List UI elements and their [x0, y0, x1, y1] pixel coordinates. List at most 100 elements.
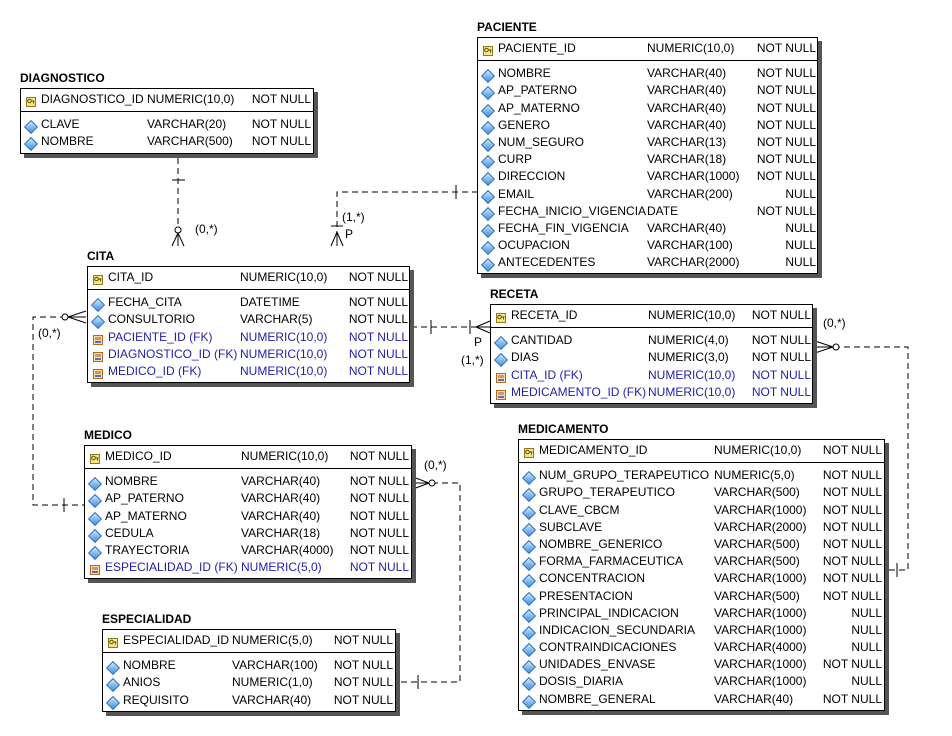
key-icon: [483, 44, 493, 61]
diamond-icon: [480, 240, 496, 256]
column-nullability: NOT NULL: [333, 675, 393, 690]
column-name: AP_MATERNO: [105, 508, 187, 523]
column-nullability: NOT NULL: [756, 41, 816, 55]
column-nullability: NOT NULL: [348, 295, 408, 310]
column-name: FORMA_FARMACEUTICA: [539, 554, 684, 569]
column-type: VARCHAR(1000): [647, 169, 740, 184]
column-name: UNIDADES_ENVASE: [539, 657, 656, 672]
fk-column-row[interactable]: PACIENTE_ID (FK)NUMERIC(10,0)NOT NULL: [88, 329, 409, 346]
column-type: NUMERIC(10,0): [241, 449, 329, 463]
entity-title: RECETA: [490, 287, 539, 301]
column-name: ESPECIALIDAD_ID: [123, 633, 230, 647]
fk-column-row[interactable]: ESPECIALIDAD_ID (FK)NUMERIC(5,0)NOT NULL: [85, 559, 411, 576]
column-type: NUMERIC(10,0): [240, 346, 328, 361]
column-nullability: NOT NULL: [348, 329, 408, 344]
fk-icon: [93, 351, 103, 362]
diamond-icon: [480, 86, 496, 101]
entity-title: MEDICO: [84, 428, 132, 442]
column-nullability: NOT NULL: [822, 468, 882, 483]
column-type: VARCHAR(40): [647, 100, 727, 115]
diamond-icon: [521, 694, 537, 712]
diamond-icon: [521, 505, 537, 520]
column-type: NUMERIC(10,0): [648, 308, 736, 322]
column-type: NUMERIC(10,0): [147, 92, 235, 106]
rel-label-paciente-cita-p: P: [345, 227, 354, 241]
column-type: NUMERIC(10,0): [714, 443, 802, 457]
fk-column-row[interactable]: DIAGNOSTICO_ID (FK)NUMERIC(10,0)NOT NULL: [88, 346, 409, 363]
diamond-icon: [87, 477, 103, 492]
column-type: VARCHAR(100): [647, 238, 733, 253]
column-type: VARCHAR(1000): [714, 657, 807, 672]
column-type: VARCHAR(4000): [241, 542, 334, 557]
fk-column-row[interactable]: MEDICO_ID (FK)NUMERIC(10,0)NOT NULL: [88, 363, 409, 380]
column-nullability: NULL: [785, 255, 816, 270]
fk-column-row[interactable]: MEDICAMENTO_ID (FK)NUMERIC(10,0)NOT NULL: [491, 384, 812, 401]
diamond-icon: [480, 103, 496, 118]
column-name: PRESENTACION: [539, 588, 633, 603]
column-nullability: NOT NULL: [756, 100, 816, 115]
diamond-icon: [105, 695, 121, 713]
fk-column-row[interactable]: CITA_ID (FK)NUMERIC(10,0)NOT NULL: [491, 367, 812, 384]
column-nullability: NOT NULL: [349, 491, 409, 506]
key-icon: [483, 46, 493, 56]
key-icon: [108, 638, 118, 648]
column-nullability: NOT NULL: [751, 384, 811, 399]
column-type: VARCHAR(18): [241, 525, 321, 540]
